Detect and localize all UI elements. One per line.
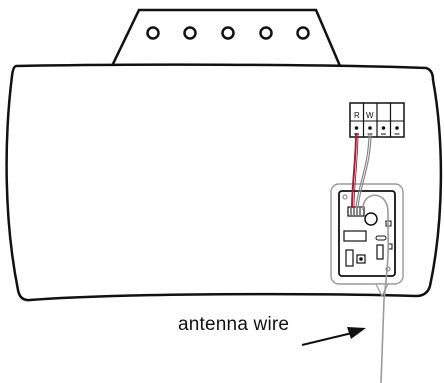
- terminal-strip: R W: [349, 102, 405, 138]
- component: [345, 249, 354, 267]
- red-wire-outline: [353, 132, 359, 209]
- receiver-module: [330, 183, 404, 298]
- bracket-hole: [146, 26, 160, 40]
- terminal-screw: [354, 126, 359, 130]
- terminal-label-r: R: [354, 111, 360, 120]
- component: [375, 235, 387, 241]
- terminal-screw: [368, 126, 372, 130]
- terminal-screw: [381, 126, 386, 130]
- bracket-hole: [183, 26, 197, 40]
- component: [343, 230, 367, 242]
- bracket-hole: [259, 26, 273, 40]
- white-wire: [357, 132, 372, 209]
- white-wire-edge: [355, 132, 370, 209]
- wires: [351, 132, 389, 383]
- component: [376, 244, 384, 260]
- bracket-hole: [221, 26, 235, 40]
- wire-connector: [347, 206, 365, 217]
- bracket-holes: [146, 26, 310, 40]
- bracket-hole: [296, 26, 310, 40]
- terminal-screw: [395, 126, 399, 130]
- callout-arrow: [301, 327, 366, 346]
- round-component: [364, 212, 378, 226]
- mounting-screw-icon: [342, 194, 348, 200]
- terminal-label-w: W: [366, 111, 374, 120]
- arrow-head-icon: [347, 327, 366, 339]
- antenna-wire: [362, 194, 389, 383]
- antenna-wire-label: antenna wire: [178, 314, 290, 335]
- red-wire: [351, 132, 357, 209]
